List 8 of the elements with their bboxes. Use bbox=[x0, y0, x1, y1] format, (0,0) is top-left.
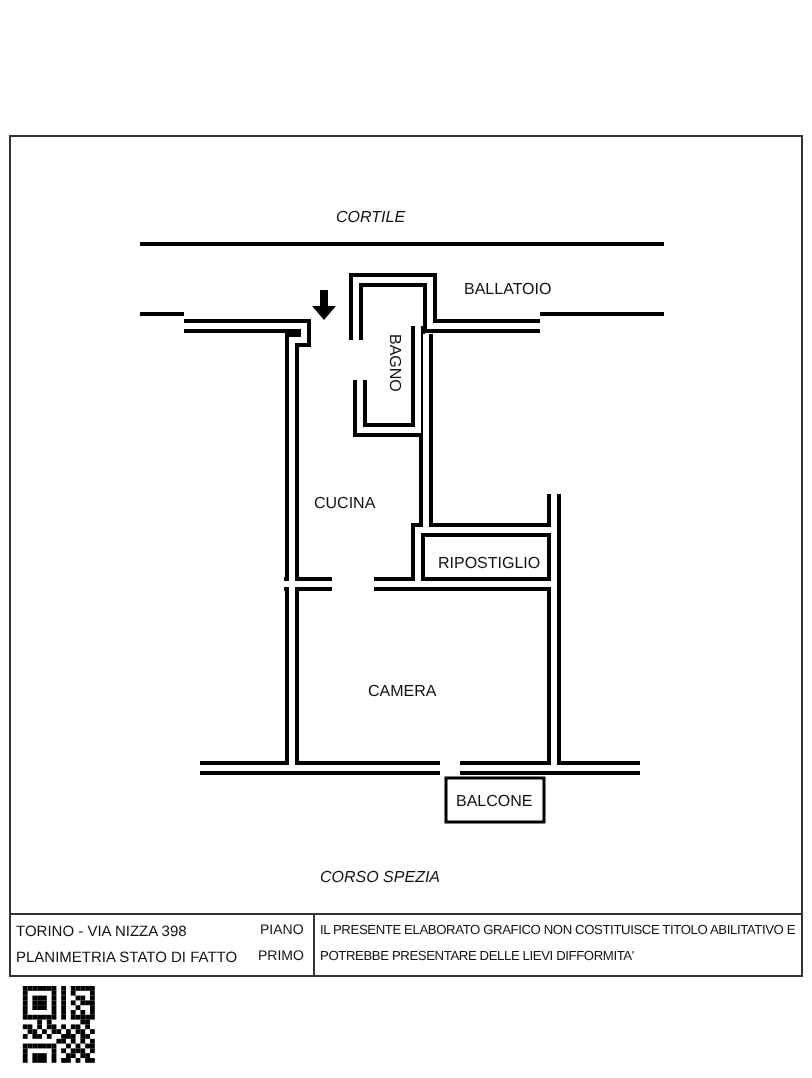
room-label: BAGNO bbox=[385, 334, 404, 392]
room-label: BALLATOIO bbox=[464, 280, 552, 299]
room-label: CAMERA bbox=[368, 682, 437, 701]
room-label: RIPOSTIGLIO bbox=[438, 554, 541, 573]
room-label: BALCONE bbox=[456, 792, 533, 811]
street-label: CORSO SPEZIA bbox=[320, 868, 441, 887]
courtyard-label: CORTILE bbox=[336, 208, 406, 227]
room-label: CUCINA bbox=[314, 494, 376, 513]
